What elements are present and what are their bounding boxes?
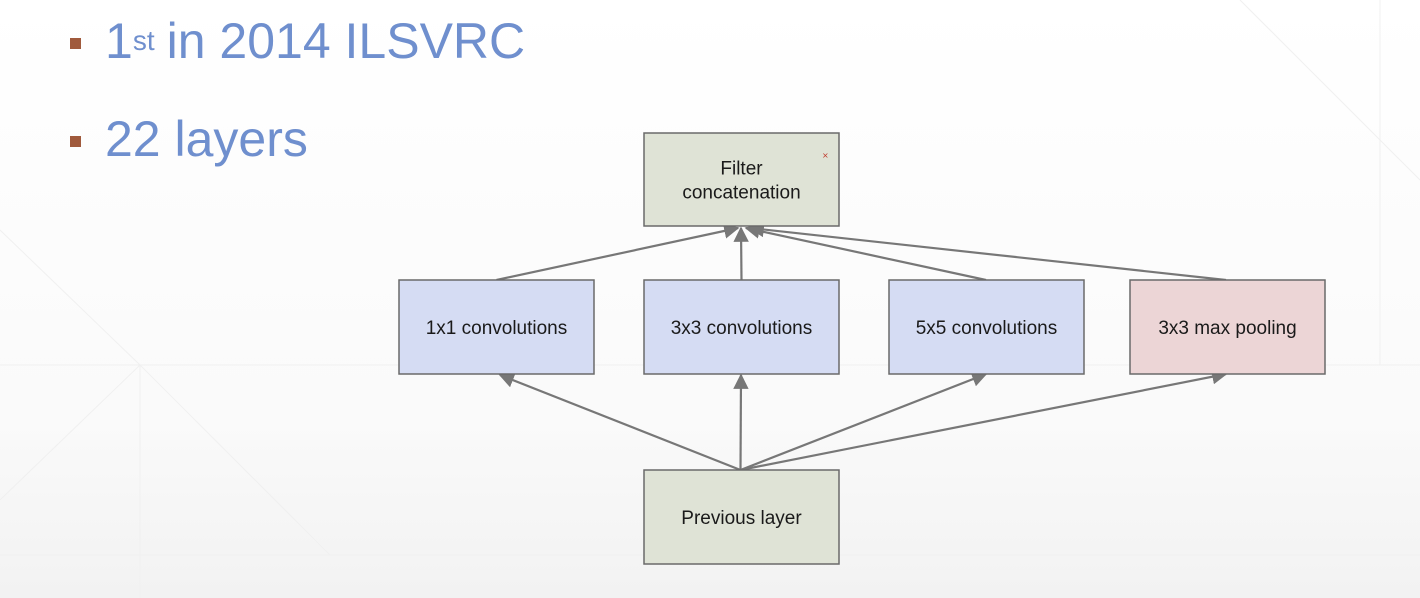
node-label: 1x1 convolutions xyxy=(426,318,568,339)
edge-previous-layer-to-conv1x1 xyxy=(498,372,741,472)
node-box xyxy=(1129,279,1326,375)
node-box xyxy=(643,279,840,375)
node-box xyxy=(398,279,595,375)
node-previous-layer: Previous layer xyxy=(643,469,840,565)
bullet-ilsvrc-ordinal: st xyxy=(132,25,155,56)
node-conv1x1: 1x1 convolutions xyxy=(398,279,595,375)
edge-conv1x1-to-filter-concat xyxy=(496,223,740,282)
node-label: Filter xyxy=(720,159,763,180)
node-label: concatenation xyxy=(682,183,800,204)
node-label: 3x3 max pooling xyxy=(1158,318,1296,339)
bullet-marker xyxy=(70,37,81,49)
node-box xyxy=(888,279,1085,375)
node-label: 5x5 convolutions xyxy=(916,318,1058,339)
edges-layer xyxy=(496,221,1228,472)
edge-previous-layer-to-conv3x3 xyxy=(733,373,749,471)
node-box xyxy=(643,469,840,565)
bullet-layers: 22 layers xyxy=(70,114,308,164)
edge-conv3x3-to-filter-concat xyxy=(733,226,749,281)
node-conv3x3: 3x3 convolutions xyxy=(643,279,840,375)
node-label: 3x3 convolutions xyxy=(671,318,813,339)
node-box xyxy=(643,132,840,227)
bullet-ilsvrc-text: in 2014 ILSVRC xyxy=(166,13,526,69)
edge-previous-layer-to-maxpool3x3 xyxy=(740,369,1228,472)
bullet-ilsvrc-number: 1 xyxy=(105,13,133,69)
node-conv5x5: 5x5 convolutions xyxy=(888,279,1085,375)
edge-previous-layer-to-conv5x5 xyxy=(740,371,988,472)
stray-mark: × xyxy=(822,151,829,160)
edge-maxpool3x3-to-filter-concat xyxy=(748,221,1227,282)
node-filter-concat: Filter concatenation xyxy=(643,132,840,227)
bullet-layers-text: 22 layers xyxy=(105,111,308,167)
nodes-layer: Filter concatenation 1x1 convolutions 3x3 c… xyxy=(398,132,1326,565)
edge-conv5x5-to-filter-concat xyxy=(744,223,987,282)
node-maxpool3x3: 3x3 max pooling xyxy=(1129,279,1326,375)
bullet-marker xyxy=(70,135,81,147)
node-label: Previous layer xyxy=(681,508,802,529)
